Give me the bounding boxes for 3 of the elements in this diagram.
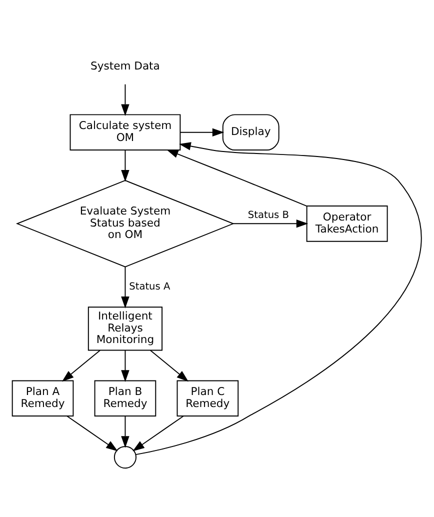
edge-label: Status A bbox=[129, 281, 170, 292]
node-text: System Data bbox=[90, 59, 160, 72]
edge-label: Status B bbox=[248, 210, 289, 221]
